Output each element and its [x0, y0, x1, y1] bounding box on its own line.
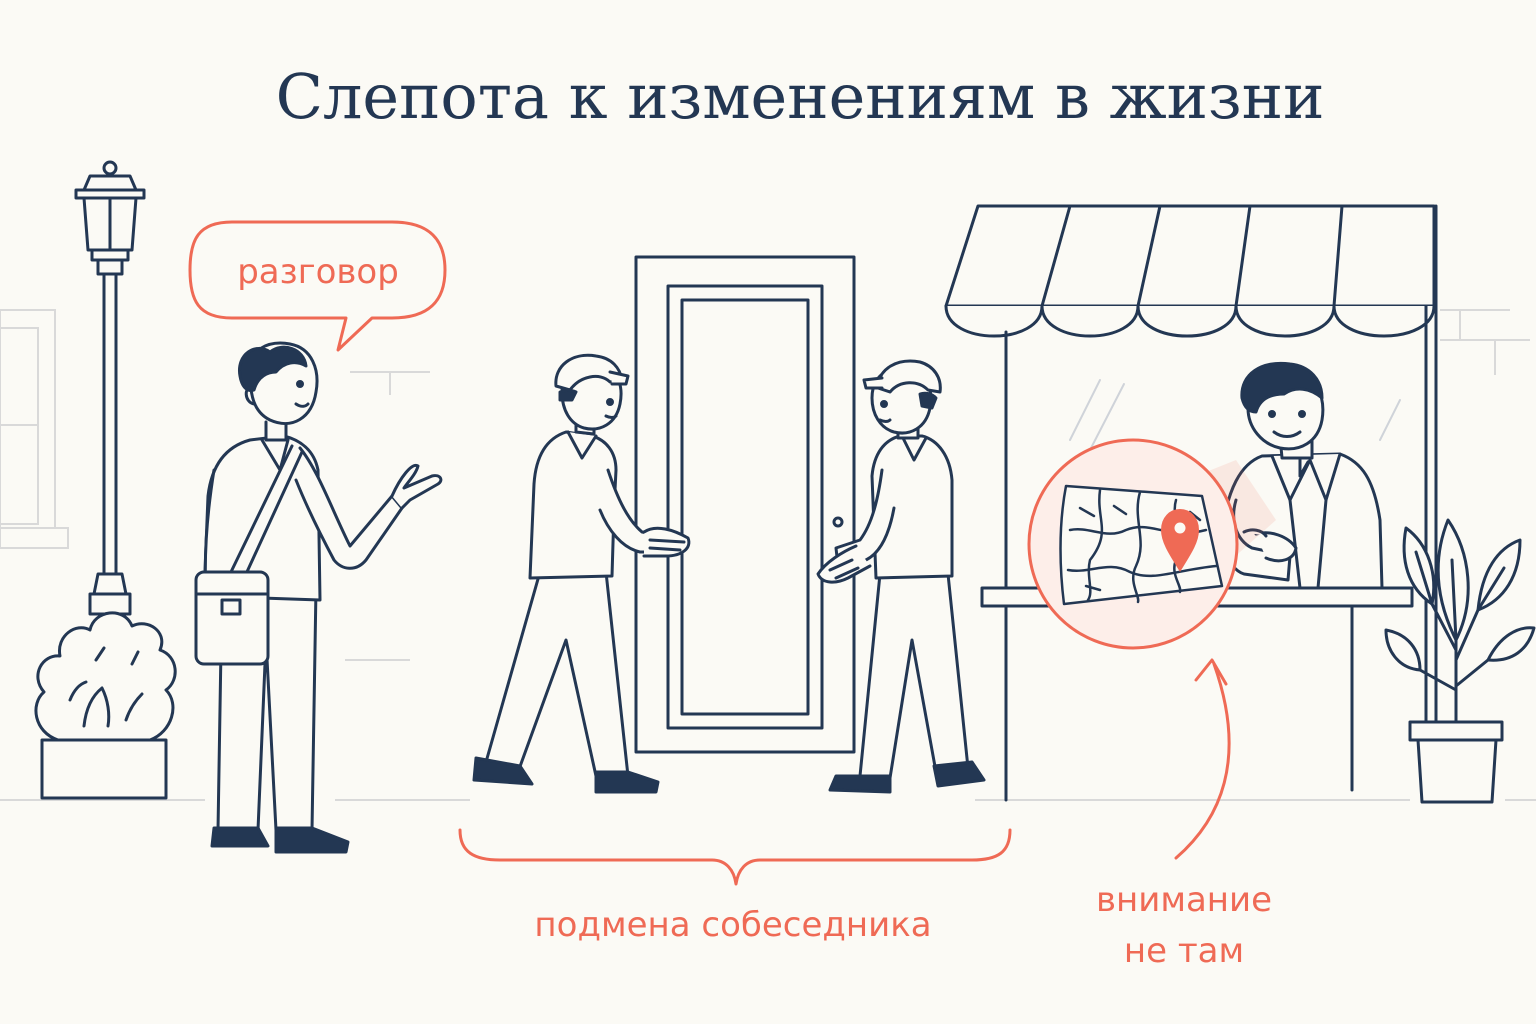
- potted-plant: [1384, 518, 1536, 804]
- attention-highlight: [1027, 438, 1276, 650]
- bush-planter: [34, 611, 177, 800]
- bubble-label: разговор: [237, 252, 399, 292]
- speech-bubble: разговор: [188, 220, 447, 352]
- vendor-man: [1216, 361, 1384, 590]
- brace-label: подмена собеседника: [534, 905, 931, 945]
- swap-brace: подмена собеседника: [458, 828, 1012, 945]
- pedestrian-man: [194, 341, 443, 854]
- mover-left: [472, 353, 691, 794]
- street-lamp: [74, 160, 146, 616]
- mover-right: [816, 359, 986, 794]
- door: [634, 255, 856, 754]
- location-pin-icon: [1160, 508, 1200, 572]
- page-title: Слепота к изменениям в жизни: [276, 60, 1325, 133]
- map-icon: [1059, 484, 1224, 606]
- attention-arrow: [1174, 658, 1231, 860]
- attention-label-line2: не там: [1124, 931, 1244, 971]
- attention-label-line1: внимание: [1096, 880, 1272, 920]
- background-wall: [0, 309, 1536, 801]
